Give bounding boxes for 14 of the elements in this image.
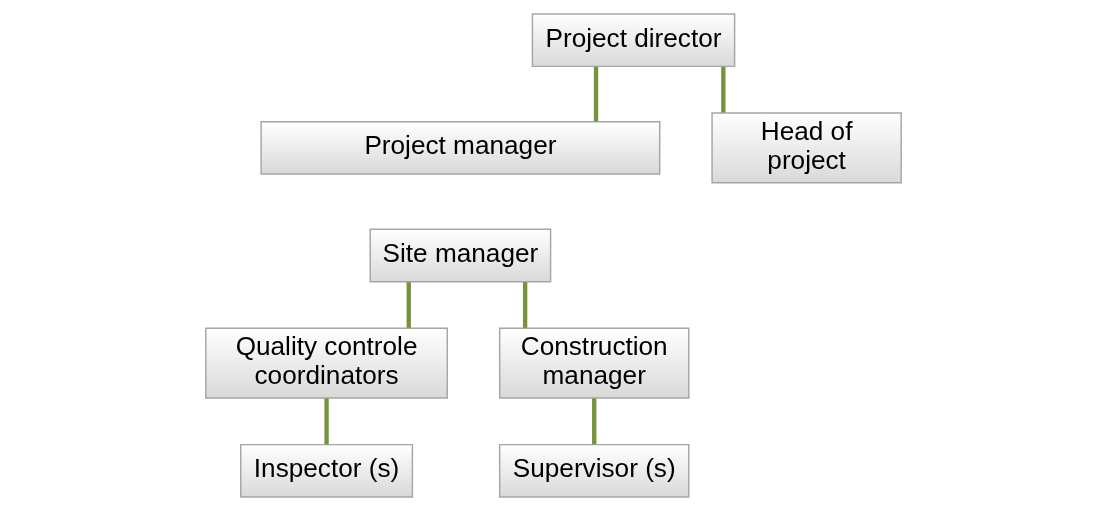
- connector: [720, 66, 725, 113]
- node-box: Project manager: [259, 120, 660, 175]
- node-box: Project director: [531, 13, 735, 68]
- connector: [591, 398, 596, 445]
- connector: [406, 282, 411, 328]
- node-box: Quality controle coordinators: [204, 327, 448, 399]
- connector: [522, 282, 527, 328]
- node-box: Head of project: [710, 112, 902, 184]
- node-box: Construction manager: [498, 327, 689, 399]
- node-box: Site manager: [368, 228, 551, 283]
- connector: [593, 66, 598, 122]
- connector: [323, 398, 329, 445]
- node-box: Inspector (s): [239, 443, 413, 498]
- node-box: Supervisor (s): [498, 443, 689, 498]
